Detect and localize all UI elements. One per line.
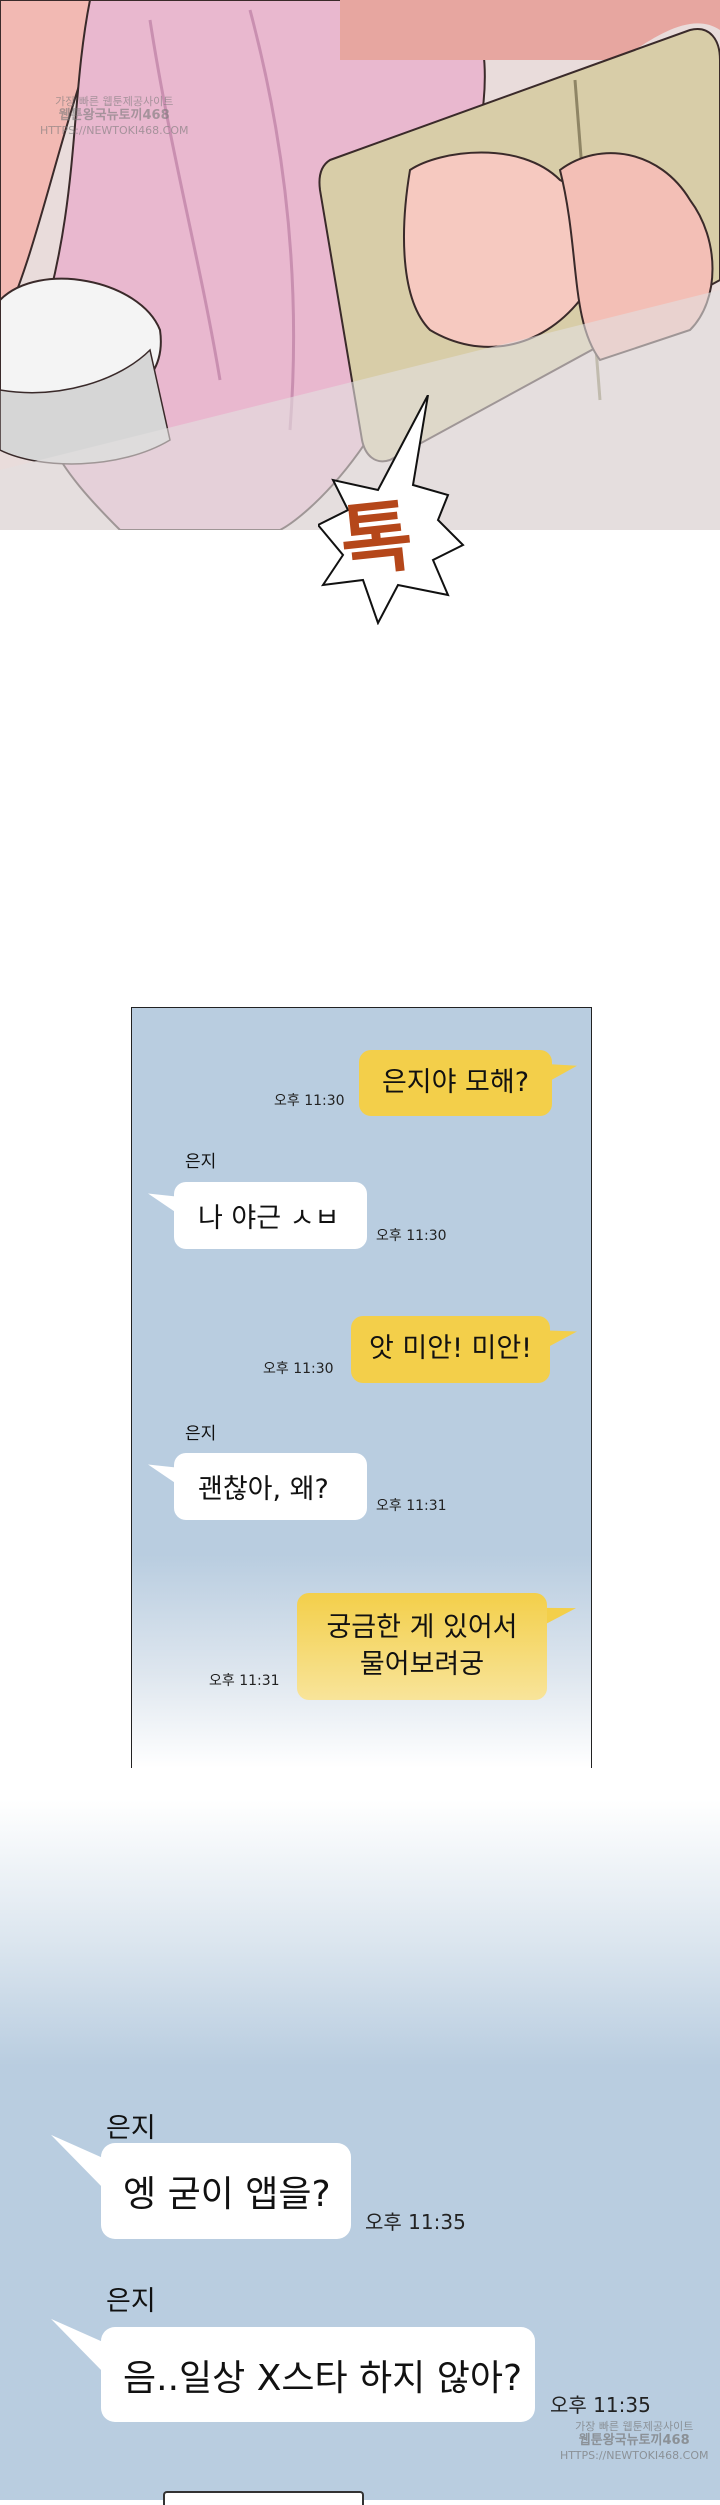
message-text-line2: 물어보려궁	[359, 1648, 485, 1680]
my-message-bubble: 앗 미안! 미안!	[351, 1316, 550, 1383]
chat-window: 은지야 모해? 오후 11:30 은지 나 야근 ㅅㅂ 오후 11:30 앗 미…	[131, 1007, 592, 1768]
message-time: 오후 11:35	[550, 2393, 651, 2417]
watermark-line1: 가장 빠른 웹툰제공사이트	[575, 2420, 694, 2433]
message-text-line1: 궁금한 게 있어서	[326, 1612, 518, 1644]
message-time: 오후 11:30	[263, 1361, 334, 1377]
their-message-bubble: 음..일상 X스타 하지 않아?	[101, 2327, 535, 2422]
message-text: 음..일상 X스타 하지 않아?	[123, 2357, 523, 2399]
sender-name: 은지	[106, 2286, 156, 2317]
their-message-bubble: 괜찮아, 왜?	[174, 1453, 367, 1520]
sender-name: 은지	[106, 2113, 156, 2144]
watermark-line3: HTTPS://NEWTOKI468.COM	[40, 123, 189, 137]
message-time: 오후 11:31	[209, 1673, 280, 1689]
watermark-line1: 가장 빠른 웹툰제공사이트	[55, 95, 174, 108]
message-text: 은지야 모해?	[381, 1066, 530, 1098]
message-time: 오후 11:30	[376, 1228, 447, 1244]
their-message-bubble: 나 야근 ㅅㅂ	[174, 1182, 367, 1249]
message-time: 오후 11:35	[365, 2210, 466, 2234]
sound-effect-text: 톡	[336, 490, 418, 589]
next-panel-frame	[163, 2491, 364, 2505]
message-time: 오후 11:30	[274, 1093, 345, 1109]
message-time: 오후 11:31	[376, 1498, 447, 1514]
watermark: 가장 빠른 웹툰제공사이트 웹툰왕국뉴토끼468 HTTPS://NEWTOKI…	[560, 2420, 708, 2462]
watermark-line2: 웹툰왕국뉴토끼468	[58, 108, 170, 124]
phone-hand-illustration	[0, 0, 720, 530]
message-text: 괜찮아, 왜?	[198, 1474, 329, 1505]
message-text: 엥 굳이 앱을?	[123, 2174, 331, 2215]
my-message-bubble: 궁금한 게 있어서 물어보려궁	[297, 1593, 547, 1700]
sender-name: 은지	[185, 1424, 217, 1444]
watermark: 가장 빠른 웹툰제공사이트 웹툰왕국뉴토끼468 HTTPS://NEWTOKI…	[40, 95, 188, 137]
their-message-bubble: 엥 굳이 앱을?	[101, 2143, 351, 2239]
my-message-bubble: 은지야 모해?	[359, 1050, 552, 1116]
message-text: 나 야근 ㅅㅂ	[198, 1203, 340, 1234]
illustration-panel: 가장 빠른 웹툰제공사이트 웹툰왕국뉴토끼468 HTTPS://NEWTOKI…	[0, 0, 720, 530]
watermark-line2: 웹툰왕국뉴토끼468	[578, 2433, 690, 2449]
sound-effect-bubble: 톡	[318, 395, 468, 625]
message-text: 앗 미안! 미안!	[368, 1333, 532, 1365]
sender-name: 은지	[185, 1152, 217, 1172]
watermark-line3: HTTPS://NEWTOKI468.COM	[560, 2448, 709, 2462]
